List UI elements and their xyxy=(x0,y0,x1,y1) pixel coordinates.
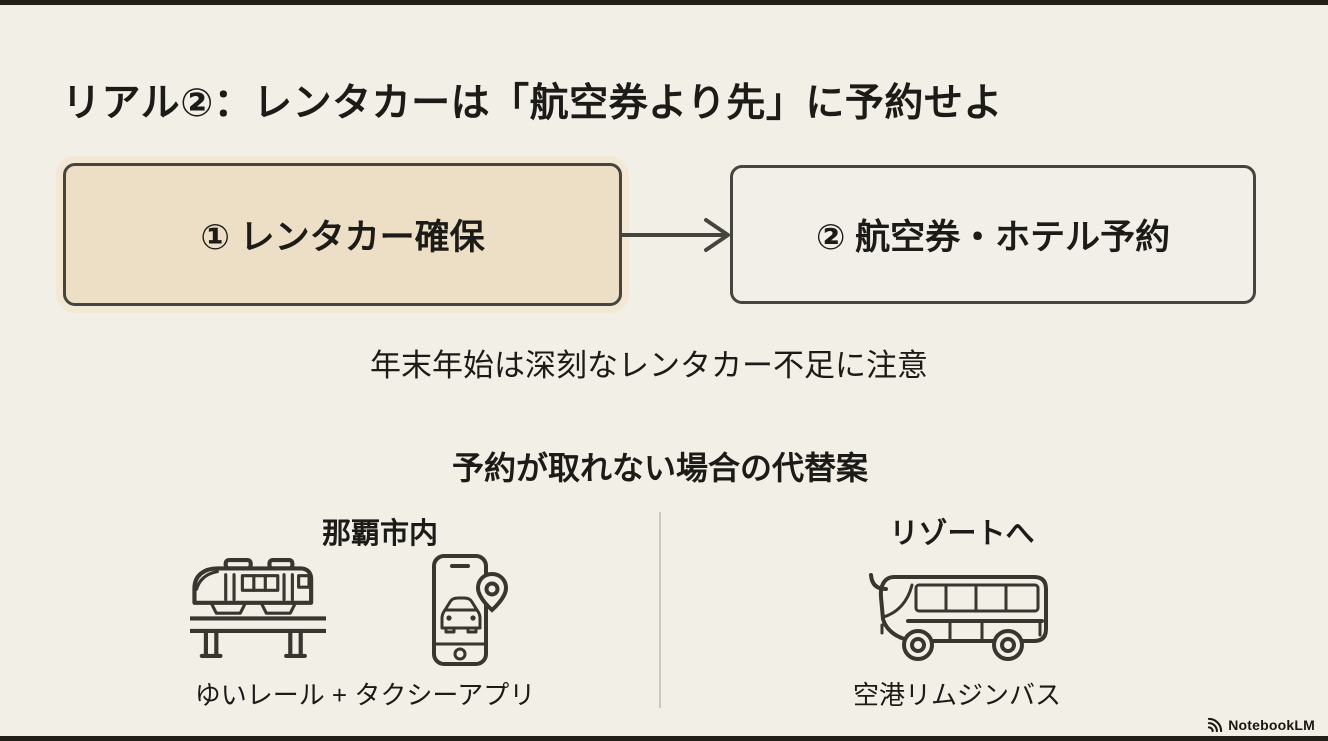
monorail-icon xyxy=(188,558,328,663)
column-divider xyxy=(659,512,661,708)
letterbox-top xyxy=(0,0,1328,5)
flow-step-1-label: ① レンタカー確保 xyxy=(200,218,485,257)
column-label-naha: ゆいレール + タクシーアプリ xyxy=(194,680,536,710)
notebooklm-logo-icon xyxy=(1208,717,1223,733)
notebooklm-watermark: NotebookLM xyxy=(1207,717,1315,733)
watermark-label: NotebookLM xyxy=(1228,717,1315,733)
flow-step-2-box: ② 航空券・ホテル予約 xyxy=(730,165,1256,304)
flow-arrow-icon xyxy=(622,218,730,252)
column-label-resort: 空港リムジンバス xyxy=(852,680,1061,710)
flow-step-2-label: ② 航空券・ホテル予約 xyxy=(815,218,1171,257)
column-heading-resort: リゾートへ xyxy=(889,518,1035,550)
flow-caption: 年末年始は深刻なレンタカー不足に注意 xyxy=(370,348,928,383)
letterbox-bottom xyxy=(0,736,1328,741)
page-title: リアル②：レンタカーは「航空券より先」に予約せよ xyxy=(62,82,1003,126)
alternatives-heading: 予約が取れない場合の代替案 xyxy=(451,450,868,486)
taxi-app-icon xyxy=(428,552,509,673)
limousine-bus-icon xyxy=(858,565,1058,667)
flow-step-1-box: ① レンタカー確保 xyxy=(63,163,622,306)
column-heading-naha: 那覇市内 xyxy=(321,518,438,550)
